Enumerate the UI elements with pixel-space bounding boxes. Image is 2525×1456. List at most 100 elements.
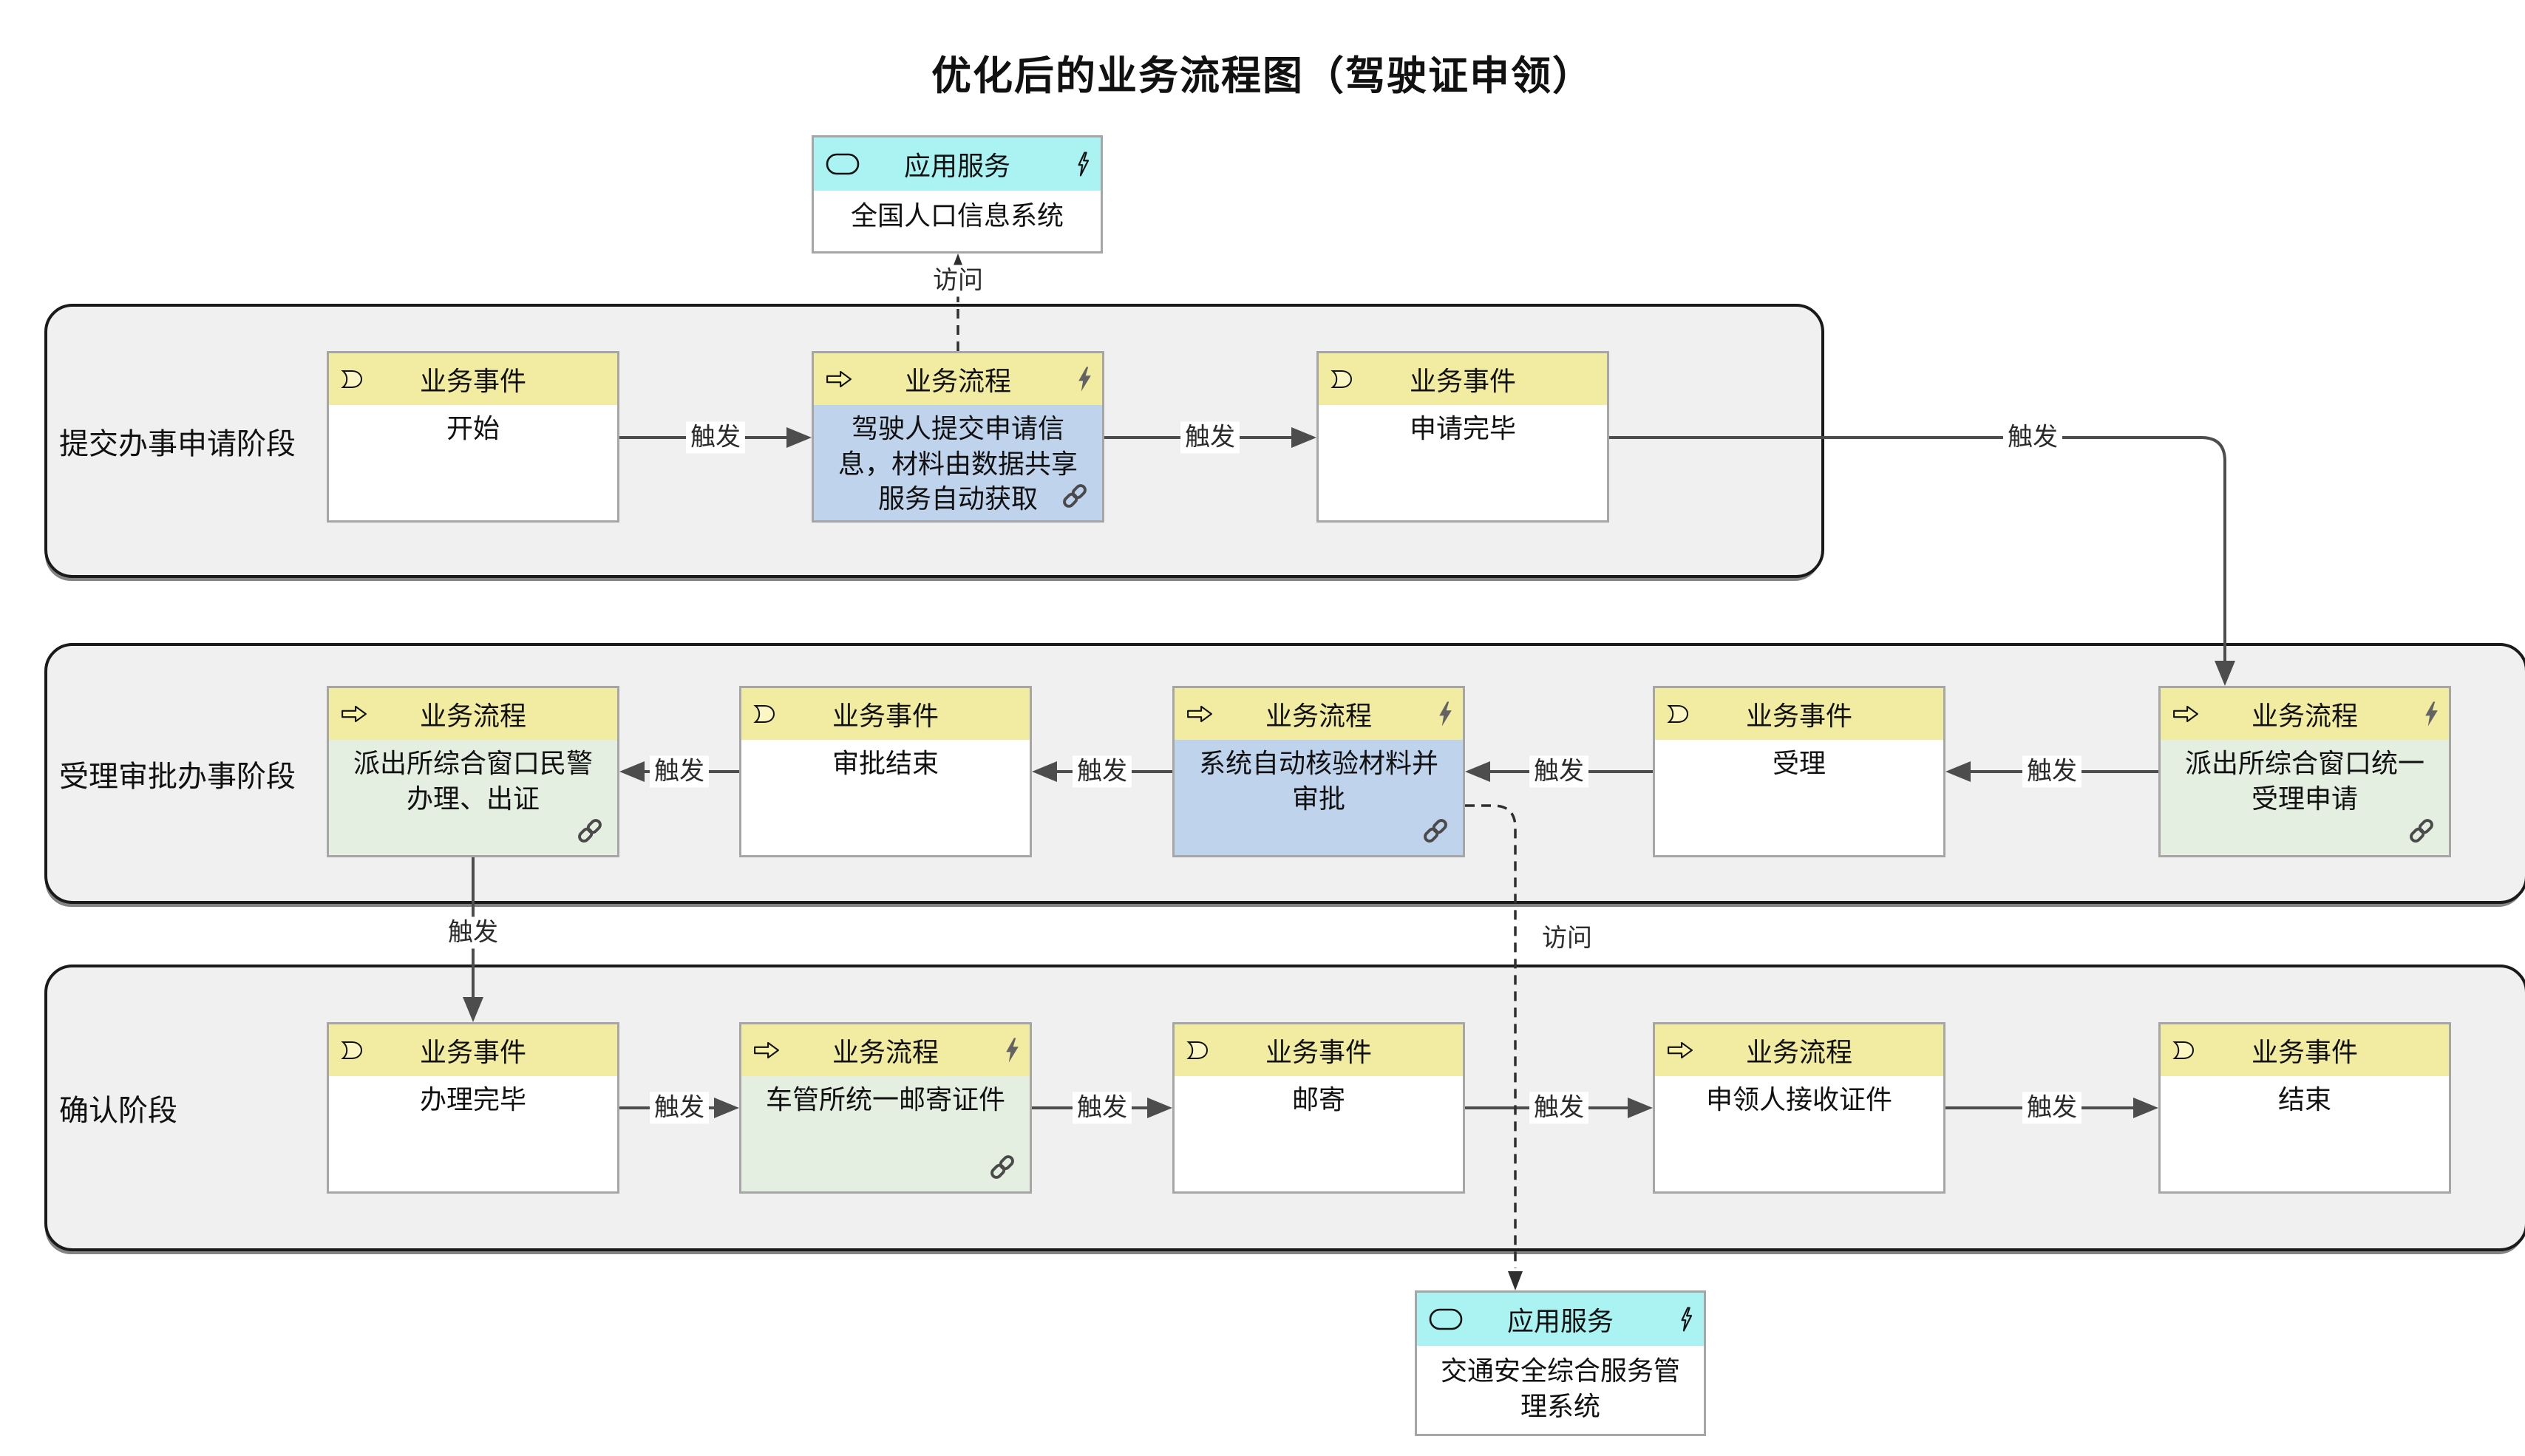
node-type-label: 业务流程 [419,701,526,731]
node-header: 业务事件 [2161,1024,2449,1076]
node-header: 业务流程 [741,1024,1030,1076]
edge-label-trigger: 触发 [2022,1092,2081,1124]
node-label: 邮寄 [1291,1084,1345,1115]
node-label: 受理 [1772,748,1826,778]
business-process-icon [753,1041,780,1060]
node-handling-complete[interactable]: 业务事件 办理完毕 [327,1022,619,1194]
node-body: 派出所综合窗口统一受理申请 [2161,740,2449,855]
node-body: 车管所统一邮寄证件 [741,1076,1030,1191]
node-type-label: 业务事件 [1745,701,1852,731]
business-event-icon [1331,370,1353,389]
node-type-label: 业务事件 [1265,1037,1372,1067]
service-header: 应用服务 [814,137,1101,191]
app-service-icon [1429,1308,1463,1330]
service-header: 应用服务 [1417,1293,1704,1346]
service-body: 交通安全综合服务管理系统 [1417,1346,1704,1434]
business-process-icon [1667,1041,1693,1060]
edge-label-access: 访问 [1537,922,1597,955]
lightning-outline-icon [1679,1307,1693,1332]
edge-label-trigger: 触发 [2022,755,2081,788]
lightning-icon [1438,701,1452,727]
node-body: 审批结束 [741,740,1030,855]
node-end[interactable]: 业务事件 结束 [2158,1022,2451,1194]
service-type-label: 应用服务 [903,151,1010,181]
node-body: 邮寄 [1175,1076,1463,1191]
node-header: 业务事件 [329,353,617,405]
node-mail-certificate[interactable]: 业务流程 车管所统一邮寄证件 [739,1022,1032,1194]
node-type-label: 业务流程 [1265,701,1372,731]
business-event-icon [753,704,775,724]
link-icon [574,815,605,846]
node-body: 办理完毕 [329,1076,617,1191]
link-icon [2406,815,2437,846]
business-event-icon [341,1041,363,1060]
node-auto-verify[interactable]: 业务流程 系统自动核验材料并审批 [1172,686,1465,857]
node-body: 驾驶人提交申请信息，材料由数据共享服务自动获取 [814,405,1102,520]
app-service-traffic-safety[interactable]: 应用服务 交通安全综合服务管理系统 [1415,1290,1706,1436]
lightning-outline-icon [1076,152,1090,177]
node-accept[interactable]: 业务事件 受理 [1653,686,1945,857]
node-label: 办理完毕 [419,1084,526,1115]
node-receive-certificate[interactable]: 业务流程 申领人接收证件 [1653,1022,1945,1194]
node-body: 系统自动核验材料并审批 [1175,740,1463,855]
link-icon [987,1151,1018,1183]
lane-label: 提交办事申请阶段 [59,427,296,460]
node-start[interactable]: 业务事件 开始 [327,351,619,523]
node-submit-application[interactable]: 业务流程 驾驶人提交申请信息，材料由数据共享服务自动获取 [812,351,1104,523]
node-header: 业务流程 [814,353,1102,405]
node-mail[interactable]: 业务事件 邮寄 [1172,1022,1465,1194]
node-header: 业务事件 [1319,353,1607,405]
node-label: 开始 [446,413,500,443]
node-header: 业务事件 [741,688,1030,740]
node-type-label: 业务事件 [832,701,939,731]
lane-label: 确认阶段 [59,1095,177,1127]
node-body: 开始 [329,405,617,520]
node-type-label: 业务流程 [2251,701,2358,731]
lightning-icon [2424,701,2439,727]
node-label: 派出所综合窗口统一受理申请 [2184,748,2424,814]
lightning-icon [1005,1038,1019,1063]
node-body: 结束 [2161,1076,2449,1191]
node-header: 业务流程 [1655,1024,1943,1076]
edge-label-trigger: 触发 [2003,421,2062,454]
business-event-icon [1186,1041,1209,1060]
node-type-label: 业务事件 [2251,1037,2358,1067]
link-icon [1059,480,1090,511]
node-application-complete[interactable]: 业务事件 申请完毕 [1316,351,1609,523]
business-process-icon [2172,704,2199,724]
node-body: 申请完毕 [1319,405,1607,520]
node-header: 业务流程 [1175,688,1463,740]
node-type-label: 业务事件 [419,366,526,396]
edge-label-trigger: 触发 [1529,1092,1588,1124]
edge-label-access: 访问 [928,265,988,297]
service-type-label: 应用服务 [1506,1306,1614,1336]
node-label: 系统自动核验材料并审批 [1198,748,1438,814]
service-name: 交通安全综合服务管理系统 [1440,1355,1680,1421]
edge-label-trigger: 触发 [1529,755,1588,788]
node-unified-accept[interactable]: 业务流程 派出所综合窗口统一受理申请 [2158,686,2451,857]
node-type-label: 业务流程 [832,1037,939,1067]
business-process-icon [341,704,367,724]
node-label: 驾驶人提交申请信息，材料由数据共享服务自动获取 [837,413,1078,514]
app-service-icon [826,153,860,175]
business-event-icon [341,370,363,389]
node-type-label: 业务事件 [419,1037,526,1067]
node-police-issue-cert[interactable]: 业务流程 派出所综合窗口民警办理、出证 [327,686,619,857]
business-event-icon [1667,704,1689,724]
node-type-label: 业务流程 [1745,1037,1852,1067]
edge-label-trigger: 触发 [1073,755,1132,788]
node-label: 申请完毕 [1409,413,1516,443]
node-header: 业务流程 [2161,688,2449,740]
node-header: 业务事件 [1175,1024,1463,1076]
business-process-icon [826,370,852,389]
diagram-title: 优化后的业务流程图（驾驶证申领） [931,54,1594,98]
edge-label-trigger: 触发 [650,1092,709,1124]
service-body: 全国人口信息系统 [814,191,1101,251]
edge-label-trigger: 触发 [1180,421,1240,454]
node-body: 申领人接收证件 [1655,1076,1943,1191]
node-label: 派出所综合窗口民警办理、出证 [353,748,593,814]
app-service-national-population[interactable]: 应用服务 全国人口信息系统 [812,135,1103,254]
edge-label-trigger: 触发 [1073,1092,1132,1124]
node-approval-finished[interactable]: 业务事件 审批结束 [739,686,1032,857]
